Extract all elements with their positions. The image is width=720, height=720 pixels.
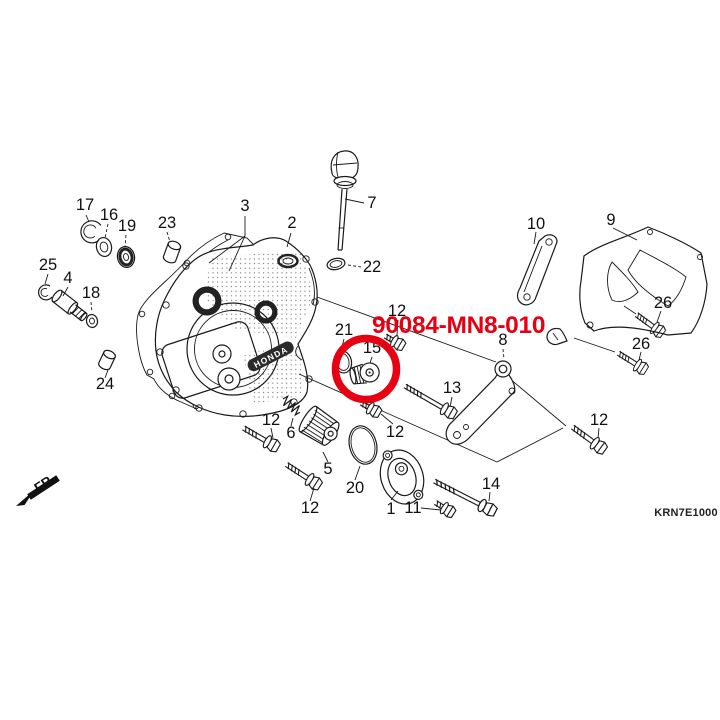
callout-26a: 26 (654, 294, 672, 312)
callout-12c: 12 (386, 423, 404, 441)
callout-16: 16 (100, 206, 118, 224)
callout-20: 20 (346, 479, 364, 497)
dowel-pin-23 (162, 240, 182, 264)
washer-18 (85, 313, 99, 329)
callout-18: 18 (82, 284, 100, 302)
callout-1: 1 (386, 500, 395, 518)
callout-14: 14 (482, 475, 500, 493)
callout-22: 22 (363, 258, 381, 276)
oil-seal-19 (116, 245, 136, 269)
bolt-12b (282, 458, 325, 493)
callout-13: 13 (443, 379, 461, 397)
callout-6: 6 (286, 424, 295, 442)
o-ring-22 (326, 257, 346, 271)
callout-8: 8 (498, 331, 507, 349)
o-ring-20 (348, 425, 378, 465)
callout-4: 4 (63, 269, 72, 287)
dowel-pin-24 (98, 349, 116, 371)
callout-11: 11 (404, 499, 421, 517)
callout-12e: 12 (388, 302, 406, 320)
highlight-part-number: 90084-MN8-010 (372, 312, 545, 339)
bracket-10 (516, 234, 558, 306)
callout-21: 21 (335, 321, 353, 339)
highlight-circle (331, 334, 401, 404)
callout-17: 17 (76, 196, 94, 214)
callout-26b: 26 (632, 335, 650, 353)
joint-4 (51, 289, 88, 322)
callout-10: 10 (527, 215, 545, 233)
callout-23: 23 (158, 214, 176, 232)
callout-3: 3 (240, 197, 249, 215)
callout-12d: 12 (590, 411, 608, 429)
callout-7: 7 (367, 194, 376, 212)
crankcase-cover: HONDA (154, 237, 319, 418)
filter-cover-1 (379, 449, 425, 505)
callout-5: 5 (323, 460, 332, 478)
bracket-8 (445, 360, 516, 445)
callout-9: 9 (606, 211, 615, 229)
front-direction-arrow: FR. (16, 471, 60, 506)
dipstick (330, 150, 359, 251)
spring-6 (282, 394, 301, 417)
circlip-25 (38, 284, 53, 301)
oil-plug-15 (349, 362, 380, 385)
sprocket-guard-9 (546, 226, 708, 346)
callout-2: 2 (287, 214, 296, 232)
callout-12b: 12 (301, 499, 319, 517)
diagram-code: KRN7E1000 (654, 507, 718, 519)
highlight-overlay: 90084-MN8-010 (331, 312, 545, 404)
callout-24: 24 (96, 375, 114, 393)
bolt-11 (431, 496, 458, 520)
alignment-lines (208, 235, 637, 463)
circlip-17 (80, 220, 102, 244)
oil-filter-rotor-5 (298, 405, 340, 446)
leader-lines (44, 198, 662, 511)
washer-16 (95, 236, 113, 258)
callout-25: 25 (39, 256, 57, 274)
callout-19: 19 (118, 217, 136, 235)
callout-12a: 12 (262, 411, 280, 429)
callout-labels: 12 1 2 3 4 5 6 7 8 9 10 11 12 12 12 12 1… (39, 194, 672, 518)
